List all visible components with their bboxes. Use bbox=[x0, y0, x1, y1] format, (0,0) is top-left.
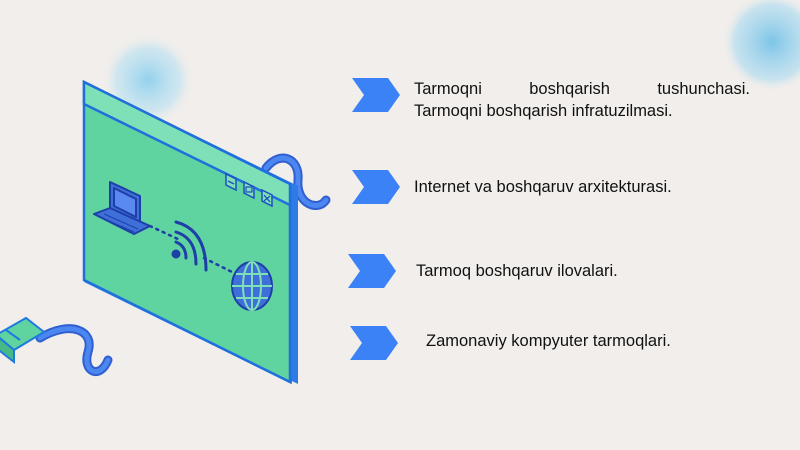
laptop-icon bbox=[93, 181, 151, 235]
connection-dots-left bbox=[148, 224, 182, 242]
agenda-text-1: Tarmoqni boshqarish tushunchasi. Tarmoqn… bbox=[414, 78, 750, 122]
chevron-right-icon bbox=[352, 170, 400, 204]
cable-right bbox=[261, 153, 331, 210]
chevron-right-icon bbox=[352, 78, 400, 112]
agenda-text-4: Zamonaviy kompyuter tarmoqlari. bbox=[426, 332, 671, 350]
window-control-buttons bbox=[225, 172, 273, 208]
agenda-item-2: Internet va boshqaruv arxitekturasi. bbox=[352, 170, 752, 206]
agenda-item-1: Tarmoqni boshqarish tushunchasi. Tarmoqn… bbox=[352, 78, 752, 128]
agenda-line-1b: Tarmoqni boshqarish infratuzilmasi. bbox=[414, 102, 673, 120]
browser-window-icon bbox=[82, 79, 298, 385]
chevron-right-icon bbox=[348, 254, 396, 288]
agenda-item-4: Zamonaviy kompyuter tarmoqlari. bbox=[350, 326, 750, 362]
chevron-right-icon bbox=[350, 326, 398, 360]
wifi-icon bbox=[171, 220, 208, 272]
globe-icon bbox=[231, 261, 273, 311]
agenda-item-3: Tarmoq boshqaruv ilovalari. bbox=[348, 254, 748, 290]
connection-dots-right bbox=[202, 256, 234, 274]
agenda-line-1a: Tarmoqni boshqarish tushunchasi. bbox=[414, 80, 750, 98]
cable-plug-icon bbox=[0, 316, 113, 376]
agenda-text-3: Tarmoq boshqaruv ilovalari. bbox=[416, 262, 618, 280]
decor-glow-top-right bbox=[722, 0, 800, 92]
agenda-text-2: Internet va boshqaruv arxitekturasi. bbox=[414, 178, 672, 196]
